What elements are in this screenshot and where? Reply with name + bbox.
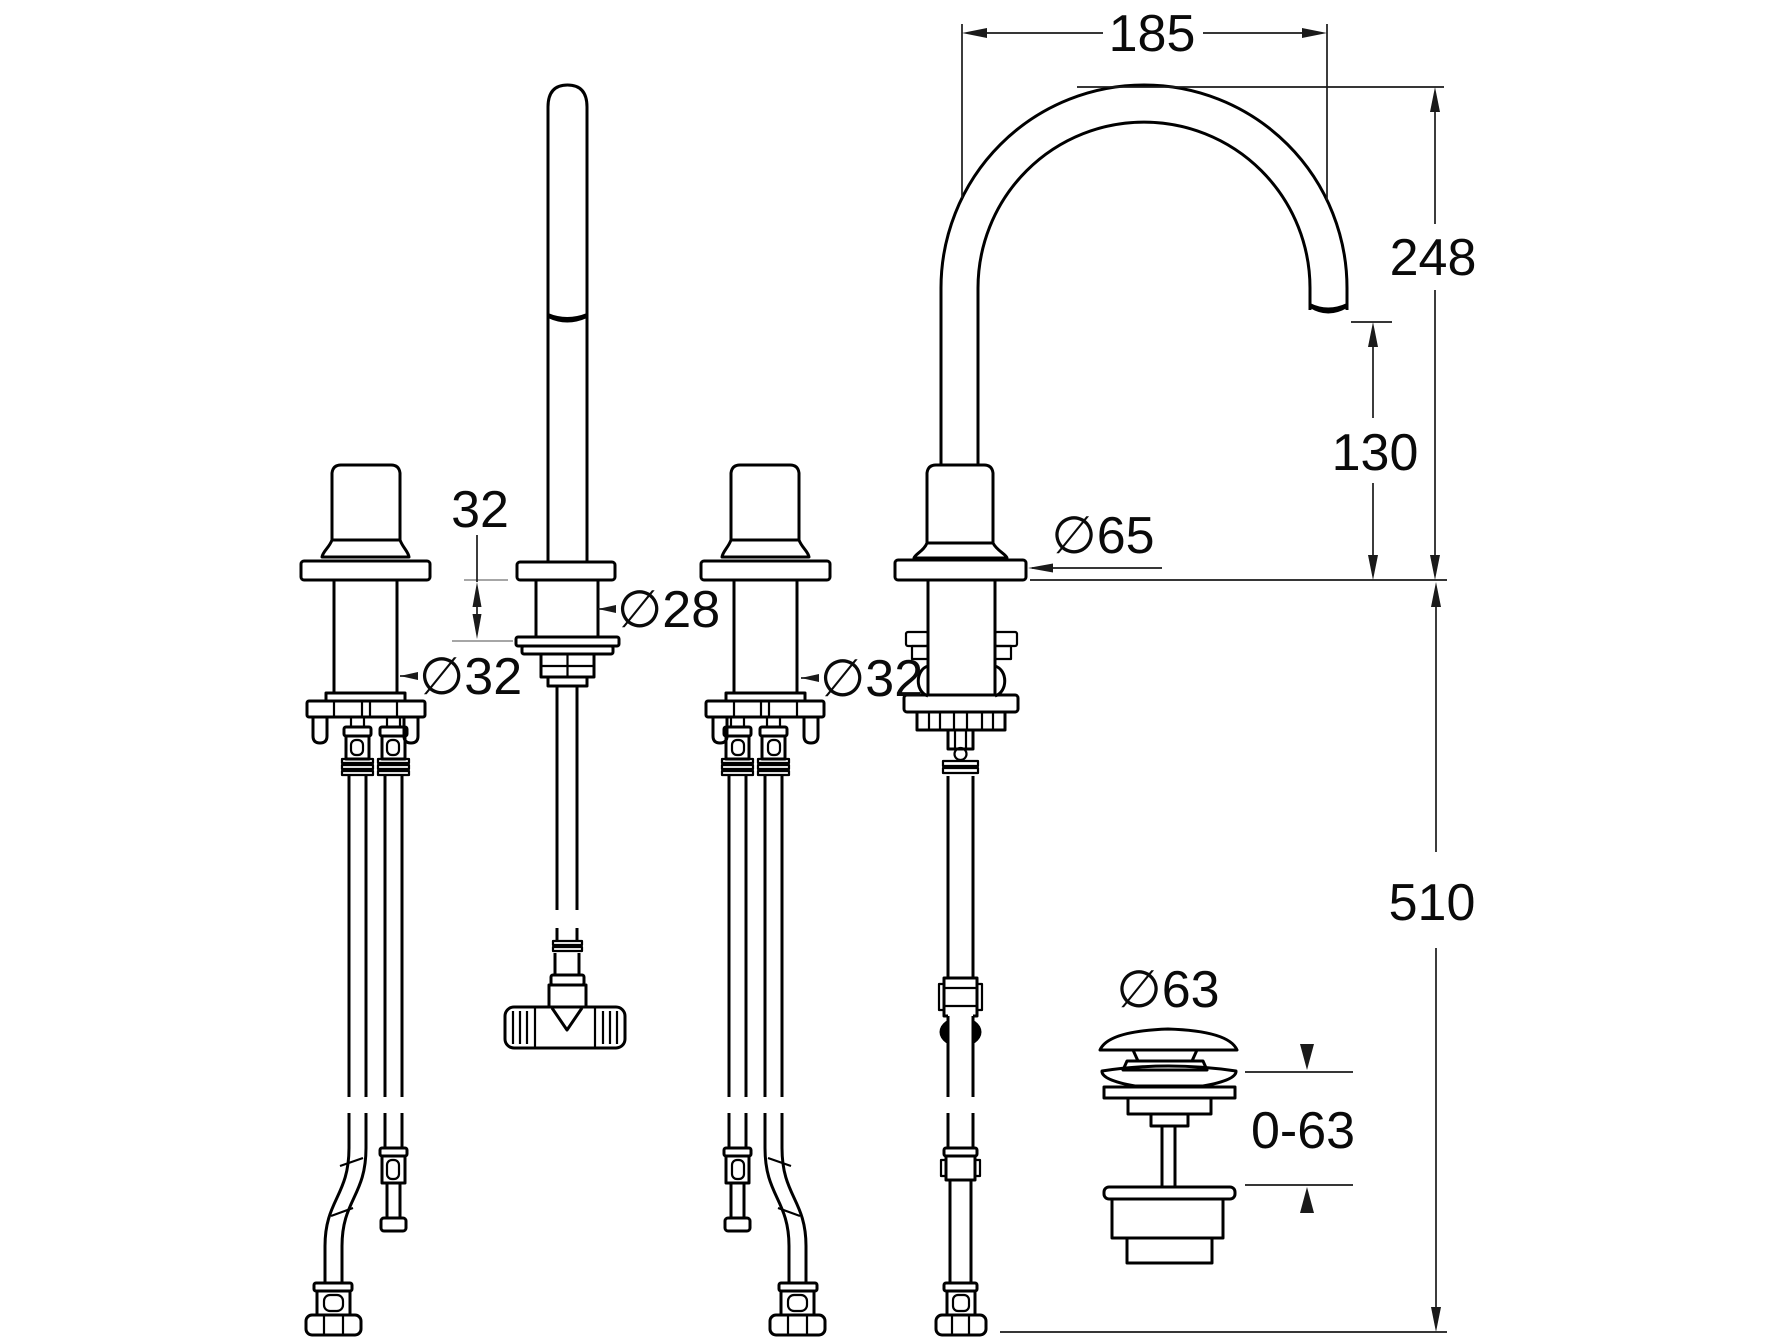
center-spout-unit (503, 83, 627, 1050)
dim-label-130: 130 (1332, 424, 1419, 482)
dimension-shank-exposure: 32 (451, 481, 513, 642)
dim-label-248: 248 (1390, 229, 1477, 287)
dim-label-d28: ∅28 (617, 581, 720, 639)
label-drain-cap-diameter: ∅63 (1116, 961, 1219, 1019)
label-right-handle-shank-diameter: ∅32 (801, 650, 923, 708)
left-handle-unit (299, 463, 432, 1337)
label-base-diameter: ∅65 (1028, 507, 1162, 573)
dimension-outlet-height: 130 (1332, 321, 1419, 580)
dim-label-d32-left: ∅32 (419, 648, 522, 706)
dim-label-32: 32 (451, 481, 509, 539)
dim-label-510: 510 (1389, 874, 1476, 932)
dim-label-0-63: 0-63 (1251, 1102, 1355, 1160)
dimension-spout-height: 248 (1077, 86, 1477, 580)
right-handle-unit (699, 463, 832, 1337)
dimension-total-height: 510 (1389, 582, 1476, 1332)
dim-label-d63: ∅63 (1116, 961, 1219, 1019)
label-left-handle-shank-diameter: ∅32 (400, 648, 522, 706)
dimension-drain-adjust-range: 0-63 (1245, 1044, 1355, 1213)
gooseneck-mixer-unit (893, 83, 1349, 1337)
dim-label-d32-right: ∅32 (820, 650, 923, 708)
dim-label-185: 185 (1109, 5, 1196, 63)
pop-up-drain (1098, 1027, 1239, 1265)
dimension-spout-reach: 185 (961, 5, 1328, 200)
label-spout-shank-diameter: ∅28 (598, 581, 720, 639)
dim-label-d65: ∅65 (1051, 507, 1154, 565)
